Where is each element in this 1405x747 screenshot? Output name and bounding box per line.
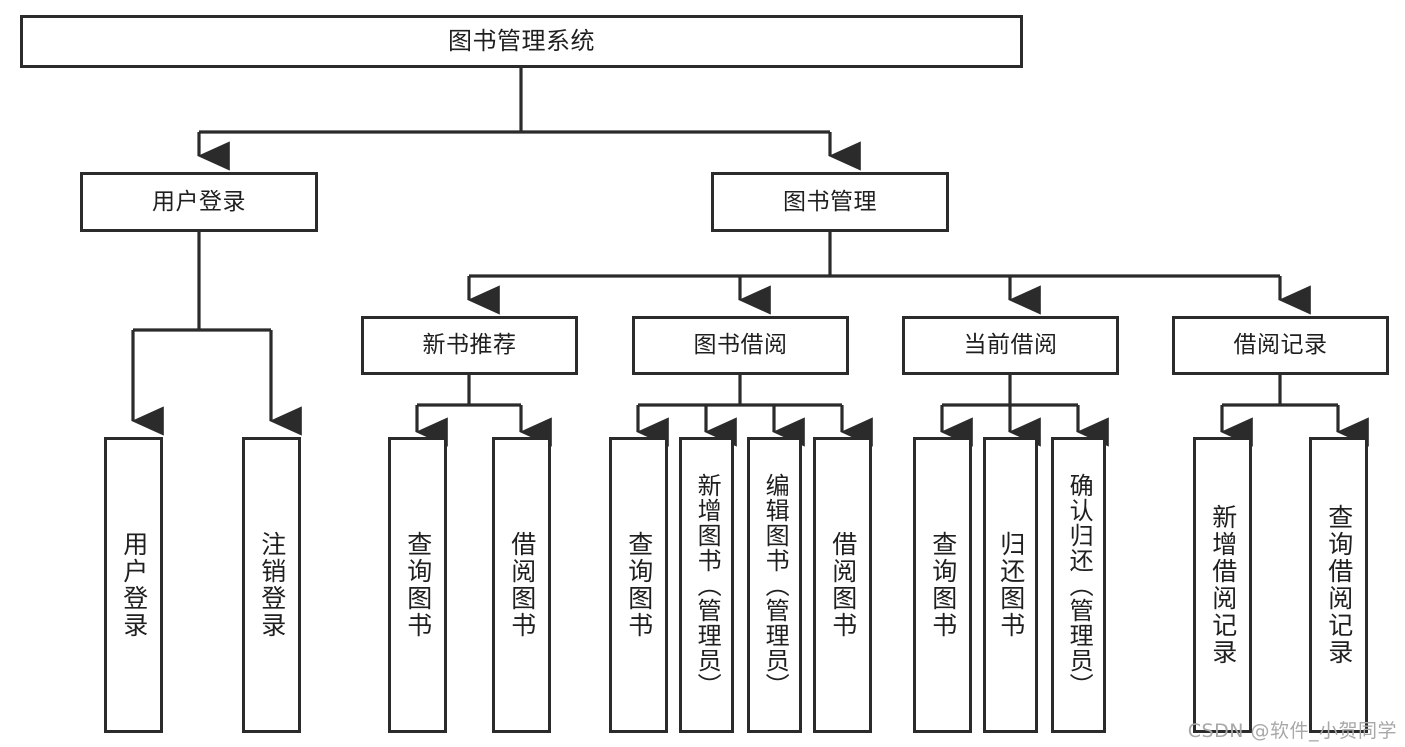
leaf-query-book-recommend[interactable]: 查询图书 — [388, 437, 447, 733]
leaf-borrow-book-recommend[interactable]: 借阅图书 — [492, 437, 551, 733]
node-label: 查询图书 — [928, 531, 958, 639]
node-label: 新增图书（管理员） — [693, 472, 722, 698]
leaf-user-login[interactable]: 用户登录 — [104, 437, 163, 733]
leaf-logout[interactable]: 注销登录 — [242, 437, 301, 733]
node-label: 新增借阅记录 — [1208, 504, 1238, 666]
node-book-manage[interactable]: 图书管理 — [711, 172, 949, 232]
leaf-confirm-return-admin[interactable]: 确认归还（管理员） — [1051, 437, 1106, 733]
node-new-book-recommend[interactable]: 新书推荐 — [361, 316, 578, 375]
node-label: 归还图书 — [996, 531, 1026, 639]
node-user-login[interactable]: 用户登录 — [80, 172, 318, 232]
leaf-query-borrow-record[interactable]: 查询借阅记录 — [1309, 437, 1368, 733]
leaf-return-book[interactable]: 归还图书 — [983, 437, 1038, 733]
leaf-query-book-borrow[interactable]: 查询图书 — [609, 437, 668, 733]
node-label: 编辑图书（管理员） — [761, 472, 790, 698]
node-label: 图书管理系统 — [448, 26, 595, 55]
node-label: 注销登录 — [257, 531, 287, 639]
node-label: 图书借阅 — [693, 332, 788, 359]
leaf-add-book-admin[interactable]: 新增图书（管理员） — [679, 437, 734, 733]
leaf-add-borrow-record[interactable]: 新增借阅记录 — [1193, 437, 1252, 733]
node-label: 图书管理 — [783, 188, 877, 215]
leaf-edit-book-admin[interactable]: 编辑图书（管理员） — [747, 437, 802, 733]
leaf-query-book-current[interactable]: 查询图书 — [913, 437, 972, 733]
leaf-borrow-book[interactable]: 借阅图书 — [813, 437, 872, 733]
node-label: 用户登录 — [152, 188, 246, 215]
node-label: 借阅图书 — [828, 531, 858, 639]
node-current-borrow[interactable]: 当前借阅 — [902, 316, 1119, 375]
node-label: 借阅记录 — [1233, 332, 1328, 359]
node-label: 查询借阅记录 — [1324, 504, 1354, 666]
node-label: 确认归还（管理员） — [1065, 472, 1094, 698]
node-book-borrow[interactable]: 图书借阅 — [632, 316, 849, 375]
node-label: 用户登录 — [119, 531, 149, 639]
watermark-text: CSDN @软件_小贺同学 — [1187, 720, 1397, 742]
node-label: 借阅图书 — [507, 531, 537, 639]
node-label: 查询图书 — [403, 531, 433, 639]
node-borrow-record[interactable]: 借阅记录 — [1172, 316, 1389, 375]
node-root-system[interactable]: 图书管理系统 — [20, 15, 1023, 68]
node-label: 查询图书 — [624, 531, 654, 639]
node-label: 当前借阅 — [963, 332, 1058, 359]
node-label: 新书推荐 — [422, 332, 517, 359]
